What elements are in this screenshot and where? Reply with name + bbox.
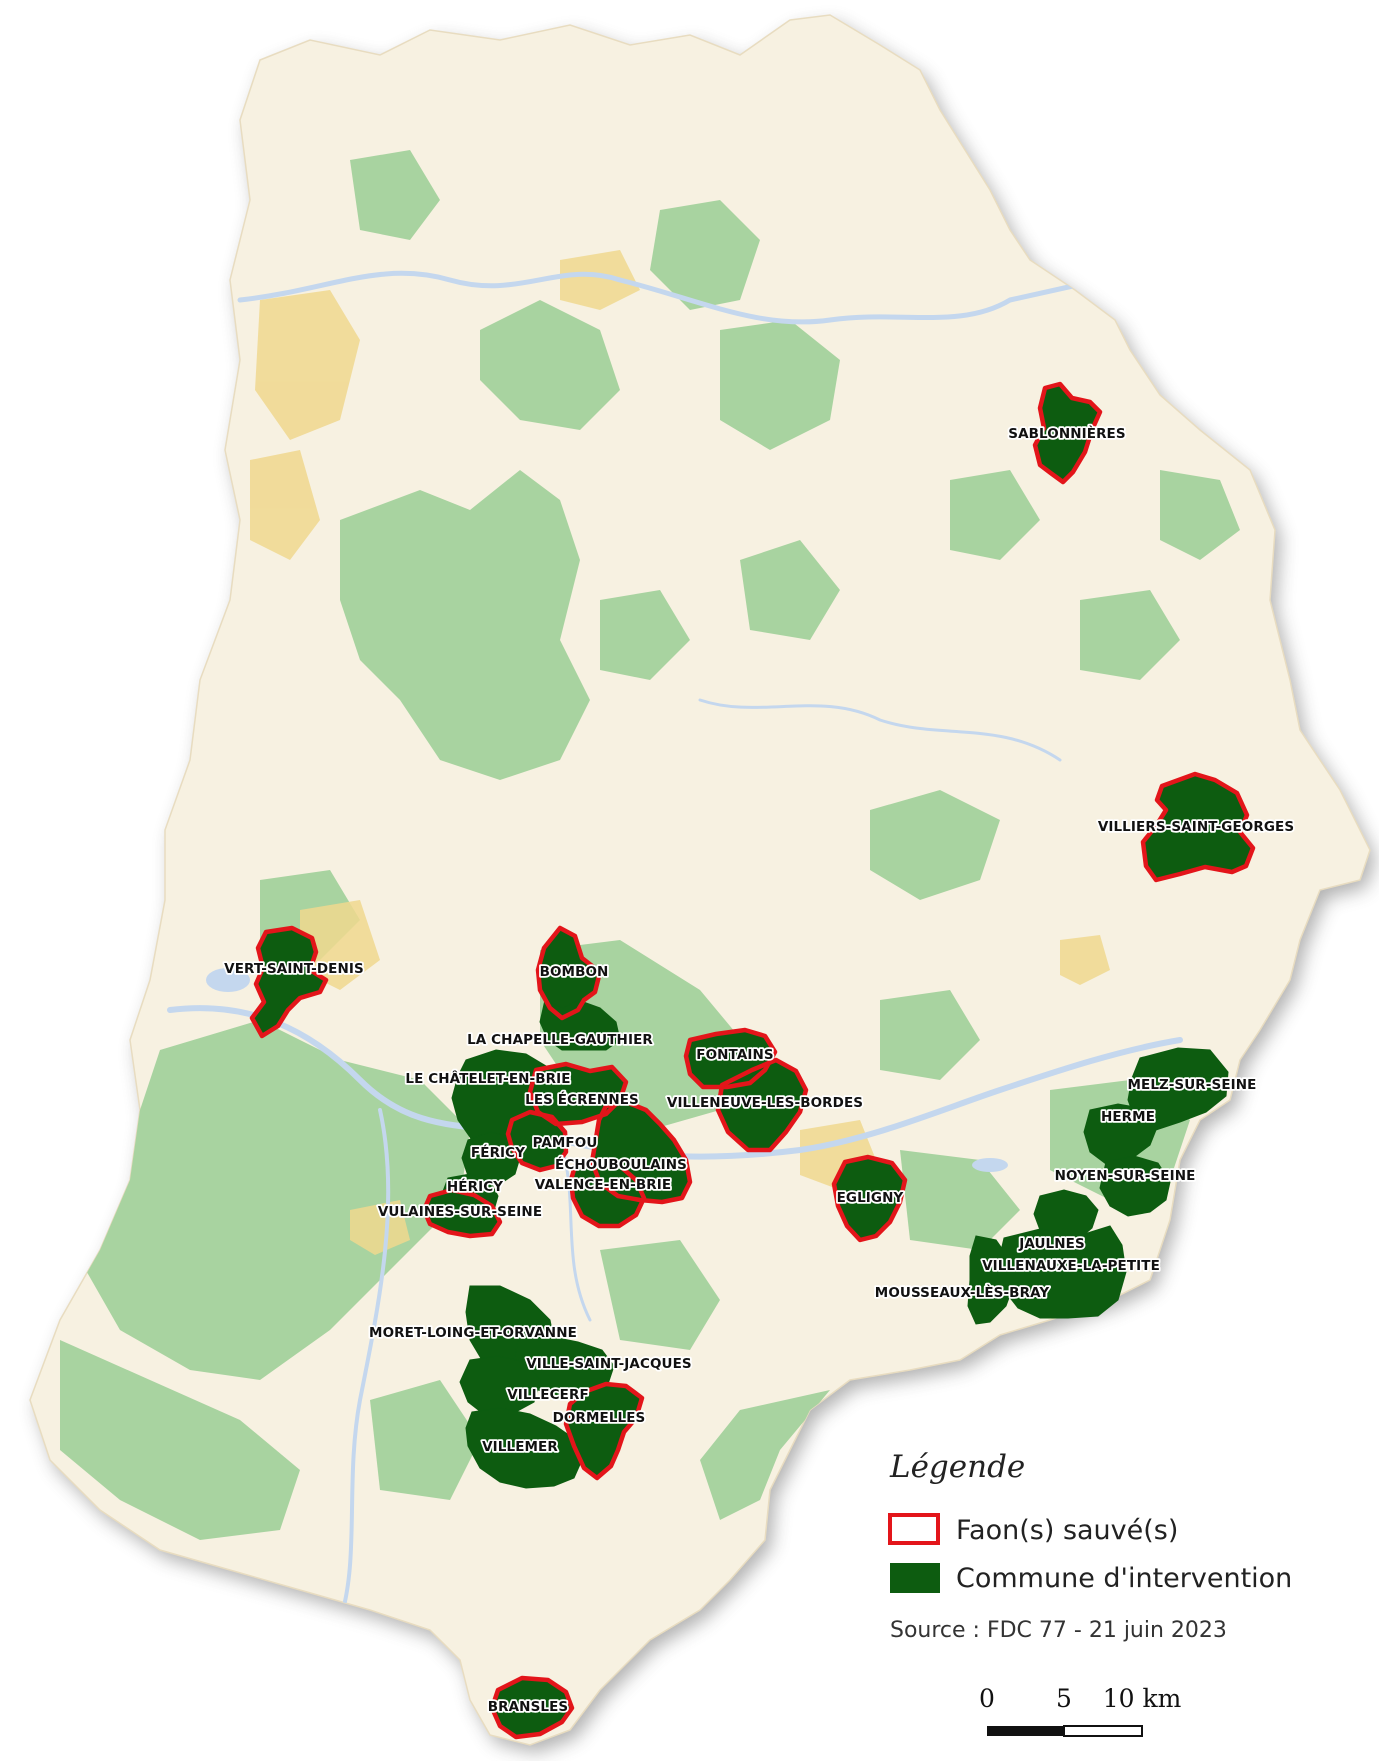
label-sablonnieres: SABLONNIÈRES <box>1008 425 1125 442</box>
urban-areas <box>250 250 1110 1255</box>
label-mousseaux-les-bray: MOUSSEAUX-LÈS-BRAY <box>875 1284 1050 1301</box>
saved-outline-valence-en-brie <box>568 1157 647 1229</box>
label-dormelles: DORMELLES <box>553 1410 646 1426</box>
label-melz-sur-seine: MELZ-SUR-SEINE <box>1128 1077 1257 1093</box>
label-fericy: FÉRICY <box>471 1144 525 1161</box>
saved-outline-villiers-saint-georges <box>1140 771 1256 883</box>
legend-swatch-saved <box>888 1513 940 1545</box>
label-noyen-sur-seine: NOYEN-SUR-SEINE <box>1055 1168 1196 1184</box>
label-valence-en-brie: VALENCE-EN-BRIE <box>535 1177 671 1193</box>
lakes <box>206 968 1008 1172</box>
label-moret-loing-et-orvanne: MORET-LOING-ET-ORVANNE <box>369 1325 577 1341</box>
label-la-chapelle-gauthier: LA CHAPELLE-GAUTHIER <box>467 1032 653 1048</box>
label-villecerf: VILLECERF <box>507 1387 589 1403</box>
label-villemer: VILLEMER <box>482 1439 558 1455</box>
saved-outline-villeneuve-les-bordes <box>715 1057 809 1153</box>
label-bransles: BRANSLES <box>488 1699 569 1715</box>
label-le-chatelet-en-brie: LE CHÂTELET-EN-BRIE <box>405 1070 570 1087</box>
saved-outline-les-ecrennes <box>527 1061 629 1127</box>
legend: Légende Faon(s) sauvé(s) Commune d'inter… <box>888 1449 1292 1643</box>
label-layer: SABLONNIÈRES VILLIERS-SAINT-GEORGES VERT-S… <box>222 423 1295 1717</box>
scale-segment-black <box>987 1726 1064 1736</box>
saved-outline-echouboulains <box>589 1099 693 1205</box>
saved-outline-sablonnieres <box>1032 381 1103 485</box>
commune-herme <box>1083 1103 1159 1165</box>
saved-outline-fontains <box>683 1027 778 1090</box>
commune-mousseaux-les-bray <box>967 1235 1015 1325</box>
legend-label-saved: Faon(s) sauvé(s) <box>956 1515 1178 1546</box>
scale-label-5: 5 <box>1056 1684 1072 1713</box>
label-bombon: BOMBON <box>540 964 609 980</box>
commune-villemer <box>465 1407 583 1489</box>
commune-la-chapelle-gauthier <box>539 999 621 1051</box>
commune-fericy <box>461 1131 522 1187</box>
saved-outline-pamfou <box>505 1109 569 1173</box>
commune-layer <box>249 381 1256 1740</box>
label-vulaines-sur-seine: VULAINES-SUR-SEINE <box>378 1204 542 1220</box>
scale-label-0: 0 <box>979 1684 995 1713</box>
commune-villecerf <box>459 1355 541 1417</box>
legend-swatch-intervention <box>890 1563 940 1593</box>
label-herme: HERME <box>1101 1109 1155 1125</box>
label-pamfou: PAMFOU <box>533 1135 598 1151</box>
saved-outline-bombon <box>535 925 603 1021</box>
label-ville-saint-jacques: VILLE-SAINT-JACQUES <box>526 1356 691 1372</box>
scale-label-10: 10 km <box>1103 1684 1182 1713</box>
saved-outline-dormelles <box>563 1381 645 1481</box>
saved-outline-bransles <box>489 1675 575 1740</box>
label-villeneuve-les-bordes: VILLENEUVE-LES-BORDES <box>667 1095 863 1111</box>
label-villenauxe-la-petite: VILLENAUXE-LA-PETITE <box>982 1258 1160 1274</box>
saved-outline-egligny <box>831 1154 908 1243</box>
label-echouboulains: ÉCHOUBOULAINS <box>555 1156 687 1173</box>
saved-outline-vulaines-sur-seine <box>421 1187 503 1239</box>
label-les-ecrennes: LES ÉCRENNES <box>525 1091 639 1108</box>
label-jaulnes: JAULNES <box>1018 1236 1085 1252</box>
label-fontains: FONTAINS <box>696 1047 773 1063</box>
commune-noyen-sur-seine <box>1099 1155 1171 1217</box>
legend-title: Légende <box>889 1449 1025 1485</box>
legend-source: Source : FDC 77 - 21 juin 2023 <box>890 1618 1227 1643</box>
commune-melz-sur-seine <box>1127 1047 1229 1131</box>
scale-segment-white <box>1063 1725 1143 1737</box>
forest-areas <box>60 150 1240 1540</box>
label-vert-saint-denis: VERT-SAINT-DENIS <box>224 961 364 977</box>
label-egligny: EGLIGNY <box>837 1190 904 1206</box>
label-villiers-saint-georges: VILLIERS-SAINT-GEORGES <box>1098 819 1294 835</box>
label-hericy: HÉRICY <box>447 1178 503 1195</box>
legend-label-intervention: Commune d'intervention <box>956 1563 1292 1594</box>
scale-bar: 0 5 10 km <box>979 1684 1182 1737</box>
saved-outline-vert-saint-denis <box>249 925 329 1039</box>
